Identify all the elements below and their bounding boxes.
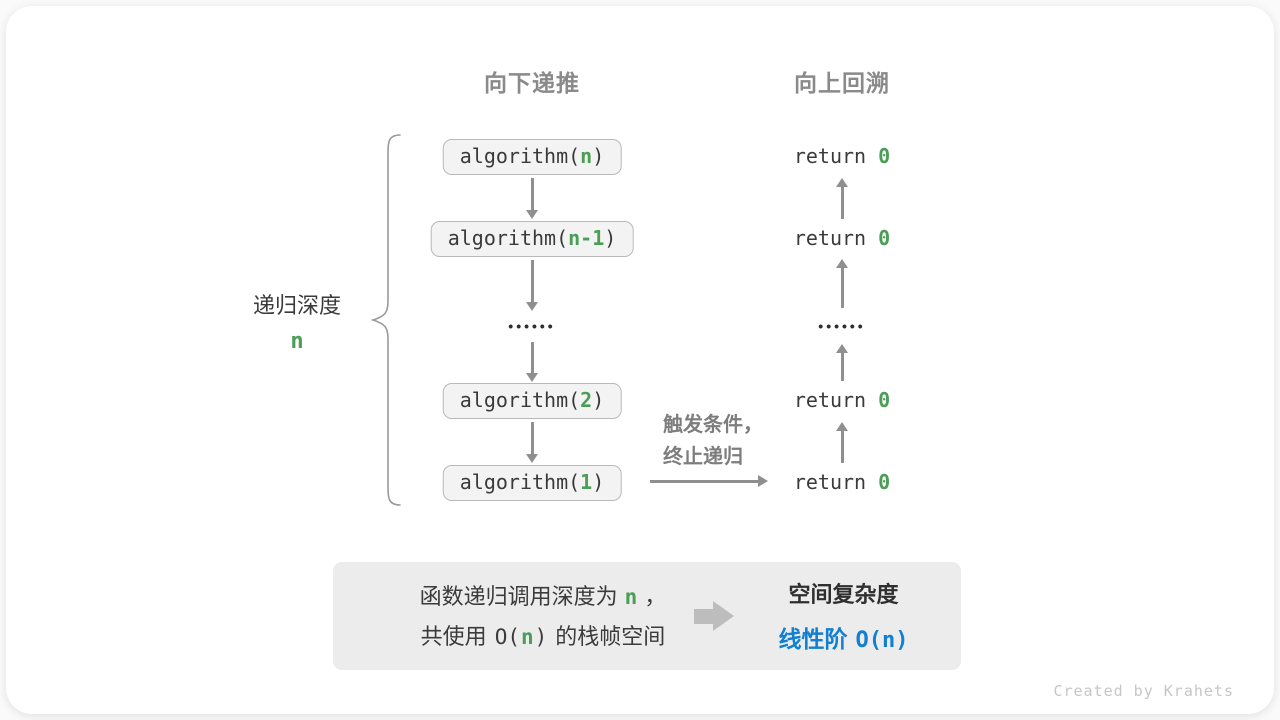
up-arrow-icon: [836, 178, 848, 219]
return-text: return: [793, 470, 867, 494]
recursion-depth-value: n: [290, 329, 304, 354]
summary-text: ，: [644, 584, 667, 609]
complexity-value: 线性阶 O(n): [741, 620, 946, 654]
return-row: return 0: [794, 226, 890, 250]
return-value: 0: [878, 388, 891, 412]
down-arrow-icon: [526, 260, 538, 311]
call-text: algorithm(: [459, 144, 581, 168]
summary-var: n: [624, 585, 638, 609]
call-text: ): [604, 226, 617, 250]
up-arrow-icon: [836, 344, 848, 381]
big-o-open: O(: [494, 625, 520, 649]
complexity-notation: O(n): [855, 628, 909, 653]
call-arg: 1: [580, 470, 593, 494]
header-backtrack-up: 向上回溯: [794, 70, 890, 96]
block-arrow-icon: [713, 601, 734, 631]
return-text: return: [793, 226, 867, 250]
return-value: 0: [878, 470, 891, 494]
call-box-2: algorithm(2): [442, 383, 622, 419]
trigger-line-1: 触发条件，: [663, 414, 763, 436]
summary-text: 共使用: [420, 624, 487, 649]
right-arrow-icon: [650, 475, 768, 487]
call-text: ): [592, 388, 605, 412]
complexity-order: 线性阶: [778, 626, 848, 652]
up-arrow-icon: [836, 259, 848, 308]
call-text: algorithm(: [447, 226, 569, 250]
trigger-condition-label: 触发条件， 终止递归: [663, 409, 763, 473]
ellipsis-down: ••••••: [508, 318, 556, 334]
call-box-1: algorithm(1): [442, 465, 622, 501]
call-arg: n: [580, 144, 593, 168]
trigger-line-2: 终止递归: [663, 446, 743, 468]
summary-text: 函数递归调用深度为: [419, 584, 618, 609]
complexity-title: 空间复杂度: [788, 582, 899, 607]
big-o-close: ): [534, 625, 548, 649]
return-row: return 0: [794, 388, 890, 412]
call-arg: 2: [580, 388, 593, 412]
up-arrow-icon: [836, 422, 848, 463]
complexity-result: 空间复杂度 线性阶 O(n): [741, 577, 946, 654]
block-arrow-icon: [694, 609, 713, 624]
call-text: algorithm(: [459, 388, 581, 412]
call-arg: n-1: [568, 226, 605, 250]
return-row: return 0: [794, 470, 890, 494]
return-text: return: [793, 388, 867, 412]
brace-icon: [370, 134, 401, 506]
call-text: ): [592, 144, 605, 168]
big-o-var: n: [520, 625, 534, 649]
call-text: ): [592, 470, 605, 494]
ellipsis-up: ••••••: [818, 318, 866, 334]
recursion-depth-text: 递归深度: [252, 293, 341, 318]
return-value: 0: [878, 226, 891, 250]
return-row: return 0: [794, 144, 890, 168]
call-text: algorithm(: [459, 470, 581, 494]
header-recurse-down: 向下递推: [484, 70, 580, 96]
return-value: 0: [878, 144, 891, 168]
summary-text: 的栈帧空间: [555, 624, 666, 649]
credit-text: Created by Krahets: [1053, 682, 1234, 700]
down-arrow-icon: [526, 178, 538, 219]
return-text: return: [793, 144, 867, 168]
call-box-n-1: algorithm(n-1): [430, 221, 634, 257]
down-arrow-icon: [526, 342, 538, 382]
diagram-card: 向下递推 向上回溯 递归深度 n algorithm(n) algorithm(…: [6, 6, 1274, 714]
summary-line-2: 共使用 O(n) 的栈帧空间: [353, 617, 733, 657]
down-arrow-icon: [526, 422, 538, 463]
recursion-depth-label: 递归深度 n: [232, 288, 362, 354]
call-box-n: algorithm(n): [442, 139, 622, 175]
